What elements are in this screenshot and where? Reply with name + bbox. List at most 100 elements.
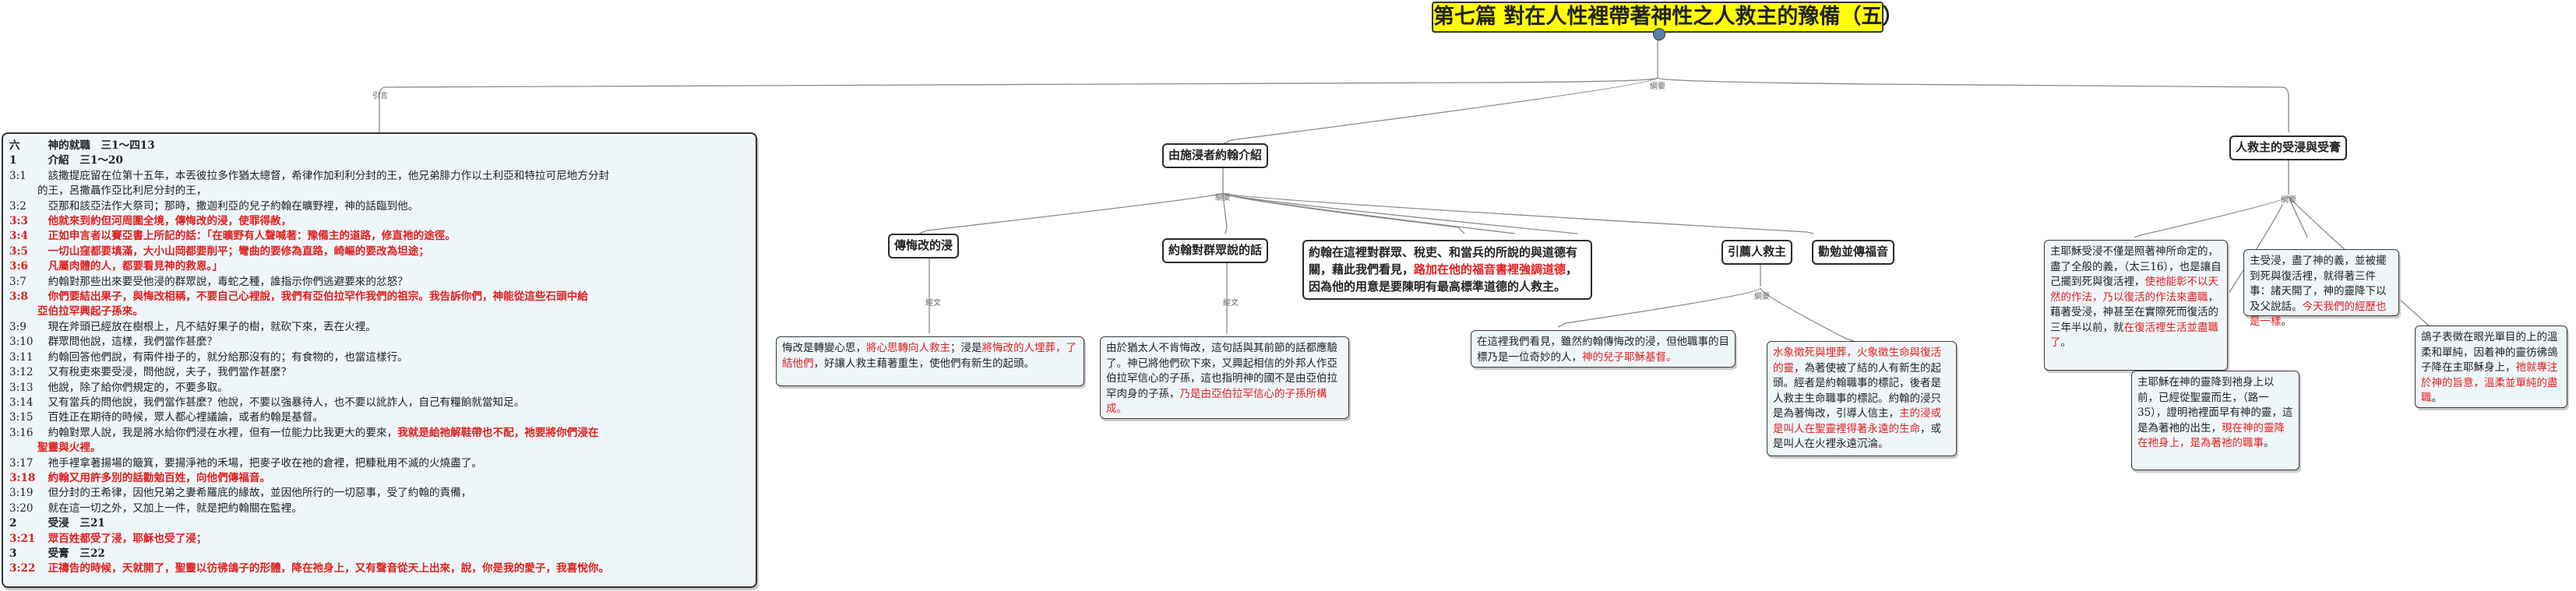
verse-text: 又有稅吏來要受浸，問他說，夫子，我們當作甚麼？ — [37, 366, 292, 379]
card-john-ministry-goal: 在這裡我們看見，雖然約翰傳悔改的浸，但他職事的目標乃是一位奇妙的人，神的兒子耶穌… — [1471, 330, 1736, 368]
verse-text: 受浸 三21 — [37, 517, 105, 530]
verse-ref: 2 — [9, 517, 17, 530]
verse-ref: 3:11 — [9, 350, 33, 364]
connector-label-intro: 引言 — [372, 92, 388, 100]
verse-ref: 3:10 — [9, 336, 33, 349]
scripture-line: 3:19 但分封的王希律，因他兄弟之妻希羅底的緣故，並因他所行的一切惡事，受了約… — [9, 486, 749, 501]
scripture-line: 3:15 百姓正在期待的時候，眾人都心裡議論，或者約翰是基督。 — [9, 410, 749, 425]
verse-ref: 3:7 — [9, 275, 26, 288]
scripture-line: 3:12 又有稅吏來要受浸，問他說，夫子，我們當作甚麼？ — [9, 365, 749, 380]
scripture-line: 3:18 約翰又用許多別的話勸勉百姓，向他們傳福音。 — [9, 471, 749, 486]
verse-text: 祂手裡拿著揚場的簸箕，要揚淨祂的禾場，把麥子收在祂的倉裡，把糠秕用不滅的火燒盡了… — [37, 456, 482, 470]
scripture-line: 3:6 凡屬肉體的人，都要看見神的救恩。」 — [9, 259, 749, 274]
scripture-line: 3:11 約翰回答他們說，有兩件褂子的，就分給那沒有的；有食物的，也當這樣行。 — [9, 350, 749, 365]
verse-text: 正禱告的時候，天就開了，聖靈以彷彿鴿子的形體，降在祂身上，又有聲音從天上出來，說… — [37, 562, 610, 575]
verse-ref: 3:12 — [9, 366, 33, 379]
verse-text: 現在斧頭已經放在樹根上，凡不結好果子的樹，就砍下來，丟在火裡。 — [37, 320, 376, 333]
scripture-line: 3:17 祂手裡拿著揚場的簸箕，要揚淨祂的禾場，把麥子收在祂的倉裡，把糠秕用不滅… — [9, 456, 749, 471]
verse-ref: 3:6 — [9, 260, 28, 273]
connector-label-verse: 經文 — [925, 299, 941, 308]
verse-ref: 3:13 — [9, 381, 33, 394]
verse-ref: 3:1 — [9, 169, 26, 182]
connector-label-outline-leader: 綱要 — [1754, 293, 1770, 301]
scripture-line: 3:4 正如申言者以賽亞書上所記的話：「在曠野有人聲喊著：豫備主的道路，修直祂的… — [9, 229, 749, 244]
collapse-toggle-icon[interactable] — [1653, 28, 1665, 40]
scripture-line: 3:7 約翰對那些出來要受他浸的群眾說，毒蛇之種，誰指示你們逃避要來的忿怒？ — [9, 275, 749, 290]
verse-ref: 3:15 — [9, 411, 33, 424]
verse-text: 百姓正在期待的時候，眾人都心裡議論，或者約翰是基督。 — [37, 411, 324, 424]
verse-ref: 3:9 — [9, 320, 26, 333]
verse-text: 但分封的王希律，因他兄弟之妻希羅底的緣故，並因他所行的一切惡事，受了約翰的責備， — [37, 487, 472, 500]
verse-ref: 六 — [9, 139, 20, 152]
page-title: 第七篇 對在人性裡帶著神性之人救主的豫備（五） — [1432, 2, 1903, 33]
connector-label-verse-2: 經文 — [1223, 299, 1239, 308]
scripture-line: 亞伯拉罕興起子孫來。 — [9, 304, 749, 319]
card-water-fire: 水象徵死與埋葬，火象徵生命與復活的靈，為著使被了結的人有新生的起頭。經者是約翰職… — [1767, 341, 1957, 456]
scripture-line: 3:5 一切山窪都要填滿，大小山岡都要削平；彎曲的要修為直路，崎嶇的要改為坦途； — [9, 244, 749, 259]
verse-text: 正如申言者以賽亞書上所記的話：「在曠野有人聲喊著：豫備主的道路，修直祂的途徑。 — [37, 230, 456, 243]
scripture-line: 3:21 眾百姓都受了浸，耶穌也受了浸； — [9, 532, 749, 547]
scripture-line: 3 受膏 三22 — [9, 547, 749, 561]
node-words-to-crowd[interactable]: 約翰對群眾說的話 — [1162, 238, 1269, 263]
node-baptism-anointing[interactable]: 人救主的受浸與受膏 — [2229, 135, 2348, 160]
card-kingdom-note: 由於猶太人不肯悔改，這句話與其前節的話都應驗了。神已將他們砍下來，又興起相信的外… — [1100, 336, 1349, 419]
verse-text: 一切山窪都要填滿，大小山岡都要削平；彎曲的要修為直路，崎嶇的要改為坦途； — [37, 244, 429, 258]
node-introduces-savior[interactable]: 引薦人救主 — [1721, 240, 1793, 265]
connector-label-outline-mid: 綱要 — [1215, 194, 1231, 202]
verse-text: 聖靈與火裡。 — [37, 441, 101, 455]
verse-ref: 3:21 — [9, 532, 36, 545]
verse-ref: 3:16 — [9, 426, 33, 439]
verse-ref: 3:8 — [9, 290, 28, 304]
card-repentance-meaning: 悔改是轉變心思，將心思轉向人救主；浸是將悔改的人埋葬，了結他們，好讓人救主藉著重… — [776, 336, 1084, 386]
scripture-line: 3:3 他就來到約但河周圍全境，傳悔改的浸，使罪得赦， — [9, 214, 749, 229]
scripture-line: 3:8 你們要結出果子，與悔改相稱，不要自己心裡說，我們有亞伯拉罕作我們的祖宗。… — [9, 290, 749, 304]
verse-ref: 3:18 — [9, 471, 36, 484]
verse-text: 群眾問他說，這樣，我們當作甚麼？ — [37, 336, 218, 349]
verse-ref: 3:2 — [9, 199, 26, 213]
verse-ref: 3:5 — [9, 244, 28, 258]
verse-text: 凡屬肉體的人，都要看見神的救恩。」 — [37, 260, 223, 273]
node-morality-note[interactable]: 約翰在這裡對群眾、稅吏、和當兵的所說的與道德有關，藉此我們看見，路加在他的福音書… — [1302, 240, 1592, 301]
card-three-things: 主受浸，盡了神的義，並被擺到死與復活裡，就得著三件事：諸天開了，神的靈降下以及父… — [2243, 249, 2399, 328]
verse-text: 約翰回答他們說，有兩件褂子的，就分給那沒有的；有食物的，也當這樣行。 — [37, 350, 408, 364]
connector-label-outline-right: 綱要 — [2281, 196, 2296, 205]
scripture-line: 3:13 他說，除了給你們規定的，不要多取。 — [9, 381, 749, 396]
verse-text: 亞伯拉罕興起子孫來。 — [37, 305, 143, 318]
verse-text: 約翰又用許多別的話勸勉百姓，向他們傳福音。 — [37, 471, 271, 484]
verse-ref: 3:19 — [9, 487, 33, 500]
scripture-line: 3:1 該撒提庇留在位第十五年，本丟彼拉多作猶太總督，希律作加利利分封的王，他兄… — [9, 169, 749, 184]
verse-text: 就在這一切之外，又加上一件，就是把約翰關在監裡。 — [37, 501, 302, 515]
node-repentance-baptism[interactable]: 傳悔改的浸 — [888, 234, 960, 259]
scripture-line: 1 介紹 三1～20 — [9, 153, 749, 168]
verse-text: 他說，除了給你們規定的，不要多取。 — [37, 381, 228, 394]
verse-text: 眾百姓都受了浸，耶穌也受了浸； — [37, 532, 207, 545]
verse-ref: 3:3 — [9, 215, 28, 228]
verse-text: 約翰對那些出來要受他浸的群眾說，毒蛇之種，誰指示你們逃避要來的忿怒？ — [37, 275, 408, 288]
scripture-line: 3:14 又有當兵的問他說，我們當作甚麼？他說，不要以強暴待人，也不要以訛詐人，… — [9, 396, 749, 410]
verse-text: 介紹 三1～20 — [37, 154, 123, 167]
morality-note-text: 約翰在這裡對群眾、稅吏、和當兵的所說的與道德有關，藉此我們看見，路加在他的福音書… — [1309, 245, 1578, 294]
verse-text: 約翰對眾人說，我是將水給你們浸在水裡，但有一位能力比我更大的要來，我就是給祂解鞋… — [37, 426, 599, 439]
verse-ref: 3:22 — [9, 562, 36, 575]
verse-ref: 3 — [9, 547, 17, 560]
verse-ref: 3:20 — [9, 501, 33, 515]
scripture-line: 3:16 約翰對眾人說，我是將水給你們浸在水裡，但有一位能力比我更大的要來，我就… — [9, 426, 749, 441]
verse-text: 神的就職 三1～四13 — [37, 139, 155, 152]
verse-text: 的王，呂撒聶作亞比利尼分封的王， — [37, 185, 207, 198]
scripture-line: 3:22 正禱告的時候，天就開了，聖靈以彷彿鴿子的形體，降在祂身上，又有聲音從天… — [9, 561, 749, 576]
scripture-line: 聖靈與火裡。 — [9, 441, 749, 456]
verse-text: 他就來到約但河周圍全境，傳悔改的浸，使罪得赦， — [37, 215, 292, 228]
node-exhort-gospel[interactable]: 勸勉並傳福音 — [1812, 240, 1895, 265]
verse-ref: 3:17 — [9, 456, 33, 470]
node-john-introduces[interactable]: 由施浸者約翰介紹 — [1162, 143, 1269, 168]
card-spirit-descends: 主耶穌在神的靈降到祂身上以前，已經從聖靈而生，（路一35），證明祂裡面早有神的靈… — [2131, 371, 2299, 470]
verse-ref: 3:14 — [9, 396, 33, 409]
verse-text: 又有當兵的問他說，我們當作甚麼？他說，不要以強暴待人，也不要以訛詐人，自己有糧餉… — [37, 396, 525, 409]
scripture-line: 3:9 現在斧頭已經放在樹根上，凡不結好果子的樹，就砍下來，丟在火裡。 — [9, 320, 749, 335]
card-baptism-righteousness: 主耶穌受浸不僅是照著神所命定的，盡了全般的義，（太三16），也是讓自己擺到死與復… — [2044, 240, 2228, 371]
verse-text: 該撒提庇留在位第十五年，本丟彼拉多作猶太總督，希律作加利利分封的王，他兄弟腓力作… — [37, 169, 610, 182]
card-dove-meaning: 鴿子表徵在眼光單目的上的溫柔和單純，因着神的靈彷彿鴿子降在主耶穌身上，祂就專注於… — [2415, 325, 2567, 408]
scripture-line: 六 神的就職 三1～四13 — [9, 139, 749, 153]
connector-label-outline: 綱要 — [1650, 83, 1665, 91]
